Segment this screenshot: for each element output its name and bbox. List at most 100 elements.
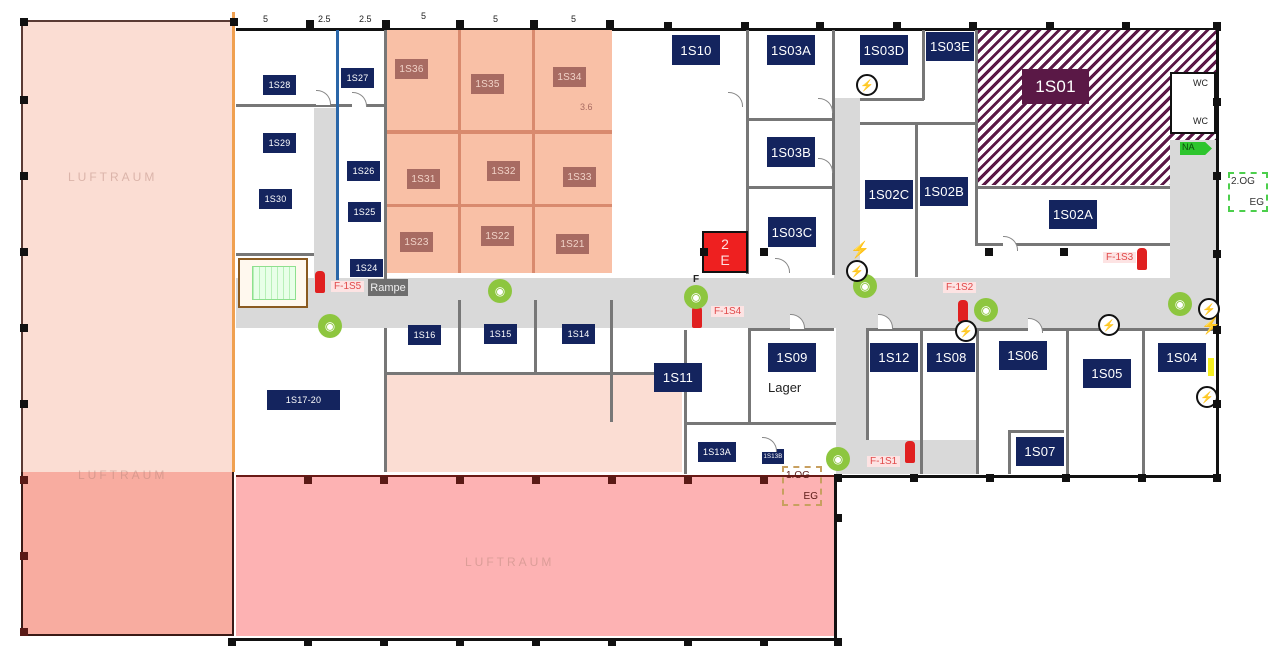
wall bbox=[534, 300, 537, 372]
column bbox=[760, 638, 768, 646]
room-1s31[interactable]: 1S31 bbox=[407, 169, 440, 189]
wall bbox=[610, 300, 613, 422]
column bbox=[608, 638, 616, 646]
room-1s33[interactable]: 1S33 bbox=[563, 167, 596, 187]
room-1s30[interactable]: 1S30 bbox=[259, 189, 292, 209]
room-1s03c[interactable]: 1S03C bbox=[768, 217, 816, 247]
room-1s35[interactable]: 1S35 bbox=[471, 74, 504, 94]
fire-extinguisher-icon[interactable] bbox=[315, 271, 325, 293]
column bbox=[969, 22, 977, 30]
wall bbox=[832, 30, 835, 275]
security-camera-icon[interactable]: ◉ bbox=[1168, 292, 1192, 316]
stair-bottom-upper: 1.OG bbox=[786, 470, 810, 481]
security-camera-icon[interactable]: ◉ bbox=[684, 285, 708, 309]
column bbox=[380, 476, 388, 484]
room-1s28[interactable]: 1S28 bbox=[263, 75, 296, 95]
room-1s17-20[interactable]: 1S17-20 bbox=[267, 390, 340, 410]
room-1s22[interactable]: 1S22 bbox=[481, 226, 514, 246]
column bbox=[530, 20, 538, 28]
room-1s03d[interactable]: 1S03D bbox=[860, 35, 908, 65]
room-1s26[interactable]: 1S26 bbox=[347, 161, 380, 181]
wall bbox=[1066, 328, 1069, 474]
wc-block bbox=[1170, 72, 1216, 134]
wall bbox=[976, 328, 979, 474]
fire-extinguisher-icon[interactable] bbox=[958, 300, 968, 322]
power-outlet-icon[interactable]: ⚡ bbox=[1198, 298, 1220, 320]
stair-right-lower: EG bbox=[1249, 197, 1264, 208]
room-1s16[interactable]: 1S16 bbox=[408, 325, 441, 345]
room-1s02b[interactable]: 1S02B bbox=[920, 177, 968, 206]
dimension-4: 5 bbox=[421, 11, 427, 21]
column bbox=[20, 324, 28, 332]
security-camera-icon[interactable]: ◉ bbox=[974, 298, 998, 322]
room-1s04[interactable]: 1S04 bbox=[1158, 343, 1206, 372]
wall bbox=[1142, 328, 1145, 474]
room-1s36[interactable]: 1S36 bbox=[395, 59, 428, 79]
door[interactable] bbox=[818, 158, 833, 173]
fire-extinguisher-icon[interactable] bbox=[692, 306, 702, 328]
power-outlet-icon[interactable]: ⚡ bbox=[955, 320, 977, 342]
dimension-2: 2.5 bbox=[318, 14, 331, 24]
power-outlet-icon[interactable]: ⚡ bbox=[1098, 314, 1120, 336]
room-1s21[interactable]: 1S21 bbox=[556, 234, 589, 254]
room-1s13a[interactable]: 1S13A bbox=[698, 442, 736, 462]
column bbox=[20, 96, 28, 104]
fire-extinguisher-icon[interactable] bbox=[1137, 248, 1147, 270]
door[interactable] bbox=[1003, 236, 1018, 251]
corridor-right-vertical bbox=[1170, 140, 1216, 285]
room-1s02c[interactable]: 1S02C bbox=[865, 180, 913, 209]
power-outlet-icon[interactable]: ⚡ bbox=[856, 74, 878, 96]
door[interactable] bbox=[728, 92, 743, 107]
room-1s29[interactable]: 1S29 bbox=[263, 133, 296, 153]
room-1s09[interactable]: 1S09 bbox=[768, 343, 816, 372]
room-1s03a[interactable]: 1S03A bbox=[767, 35, 815, 65]
room-1s08[interactable]: 1S08 bbox=[927, 343, 975, 372]
room-1s14[interactable]: 1S14 bbox=[562, 324, 595, 344]
column bbox=[532, 476, 540, 484]
room-1s05[interactable]: 1S05 bbox=[1083, 359, 1131, 388]
power-outlet-icon[interactable]: ⚡ bbox=[846, 260, 868, 282]
room-1s24[interactable]: 1S24 bbox=[350, 259, 383, 277]
airspace-left-upper bbox=[21, 20, 234, 472]
wall bbox=[860, 98, 924, 101]
room-1s11[interactable]: 1S11 bbox=[654, 363, 702, 392]
wall bbox=[686, 422, 836, 425]
door[interactable] bbox=[775, 258, 790, 273]
wall bbox=[384, 328, 387, 472]
door[interactable] bbox=[352, 92, 367, 107]
room-1s23[interactable]: 1S23 bbox=[400, 232, 433, 252]
room-1s10[interactable]: 1S10 bbox=[672, 35, 720, 65]
stair-right-upper: 2.OG bbox=[1231, 176, 1255, 187]
wall bbox=[1008, 430, 1064, 433]
room-1s13b[interactable]: 1S13B bbox=[762, 449, 784, 464]
door[interactable] bbox=[762, 437, 777, 452]
room-1s12[interactable]: 1S12 bbox=[870, 343, 918, 372]
wall bbox=[748, 186, 834, 189]
elevator: 2 E bbox=[702, 231, 748, 273]
door[interactable] bbox=[316, 90, 331, 105]
power-outlet-icon[interactable]: ⚡ bbox=[1196, 386, 1218, 408]
room-1s15[interactable]: 1S15 bbox=[484, 324, 517, 344]
room-1s06[interactable]: 1S06 bbox=[999, 341, 1047, 370]
room-1s01[interactable]: 1S01 bbox=[1022, 69, 1089, 104]
wall bbox=[748, 330, 751, 422]
room-1s03b[interactable]: 1S03B bbox=[767, 137, 815, 167]
airspace-label-left-lower: LUFTRAUM bbox=[78, 468, 168, 482]
door[interactable] bbox=[818, 98, 833, 113]
room-1s34[interactable]: 1S34 bbox=[553, 67, 586, 87]
room-1s25[interactable]: 1S25 bbox=[348, 202, 381, 222]
room-1s27[interactable]: 1S27 bbox=[341, 68, 374, 88]
room-1s02a[interactable]: 1S02A bbox=[1049, 200, 1097, 229]
room-1s03e[interactable]: 1S03E bbox=[926, 32, 974, 61]
security-camera-icon[interactable]: ◉ bbox=[826, 447, 850, 471]
dimension-5: 5 bbox=[493, 14, 499, 24]
security-camera-icon[interactable]: ◉ bbox=[488, 279, 512, 303]
column bbox=[304, 476, 312, 484]
column bbox=[1060, 248, 1068, 256]
red-power-icon: ⚡ bbox=[850, 242, 870, 259]
room-1s32[interactable]: 1S32 bbox=[487, 161, 520, 181]
fire-extinguisher-icon[interactable] bbox=[905, 441, 915, 463]
security-camera-icon[interactable]: ◉ bbox=[318, 314, 342, 338]
room-1s07[interactable]: 1S07 bbox=[1016, 437, 1064, 466]
extinguisher-tag-f-1s1: F-1S1 bbox=[867, 456, 901, 467]
